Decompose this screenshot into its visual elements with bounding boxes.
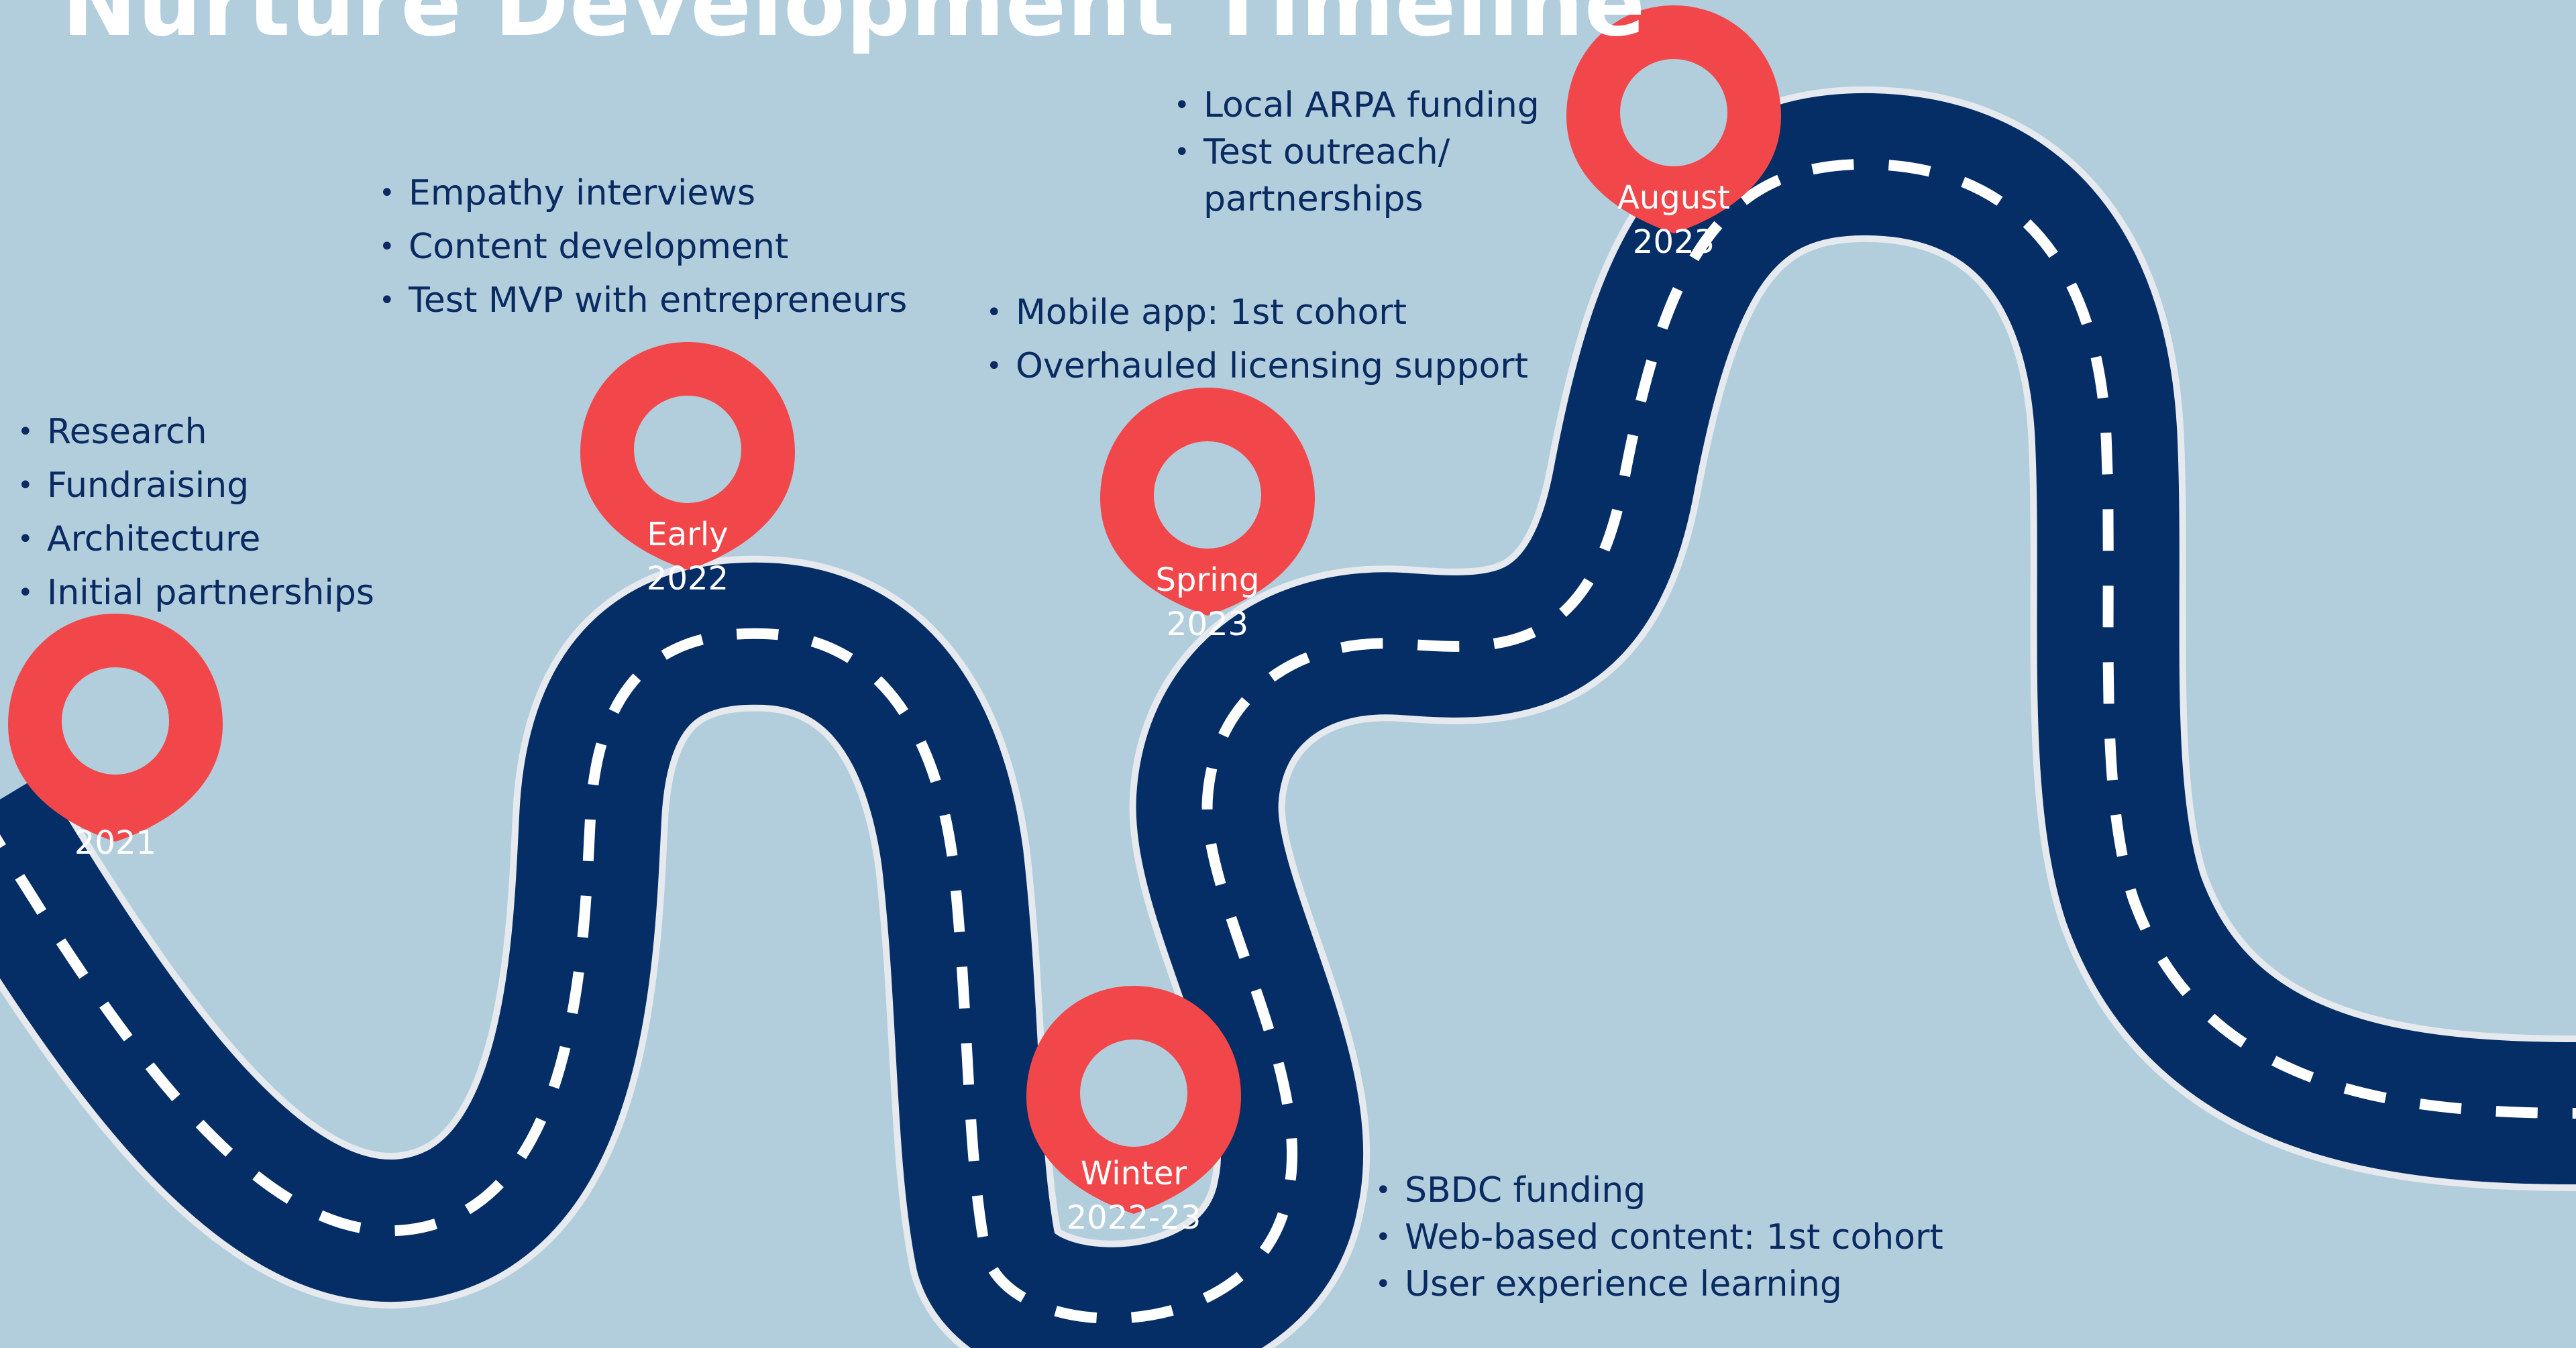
location-pin-icon bbox=[580, 342, 795, 570]
list-item-continuation: partnerships bbox=[1174, 176, 1540, 223]
pin-hole bbox=[62, 667, 169, 775]
location-pin-icon bbox=[1026, 986, 1241, 1214]
milestone-notes: SBDC funding Web-based content: 1st coho… bbox=[1375, 1167, 1943, 1308]
road-center-dashes bbox=[0, 158, 2576, 1324]
list-item: Test outreach/ bbox=[1174, 129, 1540, 176]
milestone-label: August 2023 bbox=[1566, 176, 1781, 264]
milestone-label-line: 2022-23 bbox=[1066, 1199, 1201, 1237]
milestone-label: Early 2022 bbox=[580, 512, 795, 601]
page-title: Nurture Development Timeline bbox=[62, 0, 1646, 56]
list-item: Empathy interviews bbox=[379, 166, 907, 220]
list-item-text: partnerships bbox=[1203, 179, 1424, 219]
milestone-label-line: Early bbox=[647, 516, 729, 553]
location-pin-icon bbox=[8, 614, 223, 842]
milestone-label: Spring 2023 bbox=[1100, 558, 1315, 647]
milestone-label: 2021 bbox=[8, 821, 223, 865]
list-item: SBDC funding bbox=[1375, 1167, 1943, 1214]
location-pin-icon bbox=[1566, 5, 1781, 233]
list-item: Initial partnerships bbox=[17, 566, 374, 620]
milestone-notes: Research Fundraising Architecture Initia… bbox=[17, 405, 374, 620]
milestone-label-line: 2021 bbox=[74, 824, 157, 862]
list-item: Test MVP with entrepreneurs bbox=[379, 274, 907, 327]
list-item: Content development bbox=[379, 220, 907, 274]
list-item: Web-based content: 1st cohort bbox=[1375, 1214, 1943, 1261]
milestone-label-line: 2023 bbox=[1166, 606, 1249, 643]
list-item: Fundraising bbox=[17, 459, 374, 512]
milestone-label-line: August bbox=[1617, 179, 1730, 217]
pin-hole bbox=[1080, 1040, 1187, 1147]
milestone-label-line: 2023 bbox=[1632, 223, 1715, 261]
location-pin-icon bbox=[1100, 388, 1315, 616]
milestone-label-line: 2022 bbox=[646, 560, 729, 598]
list-item: Overhauled licensing support bbox=[986, 339, 1528, 393]
pin-hole bbox=[634, 396, 741, 503]
list-item: Mobile app: 1st cohort bbox=[986, 286, 1528, 339]
milestone-notes: Empathy interviews Content development T… bbox=[379, 166, 907, 327]
list-item: Research bbox=[17, 405, 374, 459]
list-item: Architecture bbox=[17, 512, 374, 566]
milestone-notes: Mobile app: 1st cohort Overhauled licens… bbox=[986, 286, 1528, 393]
milestone-label-line: Winter bbox=[1080, 1155, 1187, 1192]
list-item: User experience learning bbox=[1375, 1261, 1943, 1308]
milestone-label-line: Spring bbox=[1155, 561, 1260, 599]
milestone-label: Winter 2022-23 bbox=[1026, 1152, 1241, 1240]
list-item: Local ARPA funding bbox=[1174, 82, 1540, 129]
milestone-notes: Local ARPA funding Test outreach/ partne… bbox=[1174, 82, 1540, 223]
pin-hole bbox=[1154, 441, 1261, 549]
pin-hole bbox=[1620, 59, 1727, 166]
